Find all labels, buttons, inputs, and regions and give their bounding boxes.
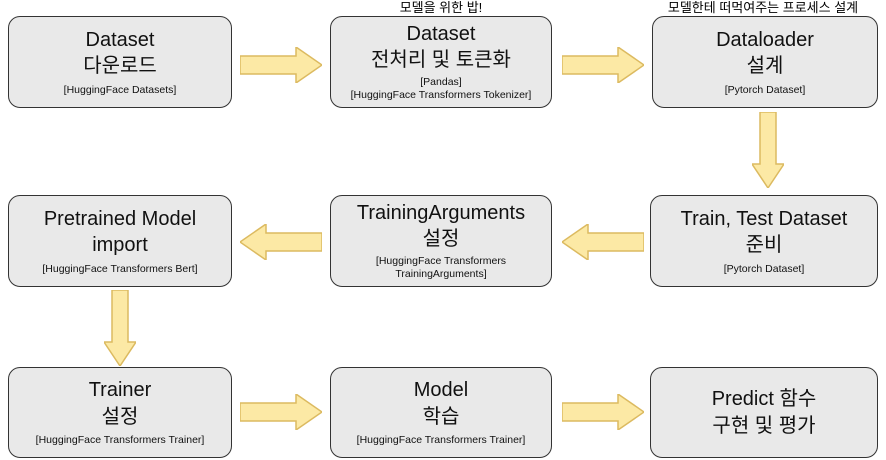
annotation-preprocess-note: 모델을 위한 밥!: [399, 0, 483, 15]
step-title: Trainer 설정: [89, 377, 152, 430]
flow-arrow-trainer-to-model-icon: [240, 394, 322, 430]
step-subtitle-line: [HuggingFace Transformers: [375, 254, 507, 267]
step-title-line: Model: [413, 379, 469, 402]
step-subtitle: [HuggingFace Datasets]: [64, 84, 177, 98]
step-box-train-test-dataset: Train, Test Dataset 준비 [Pytorch Dataset]: [650, 195, 878, 287]
step-title-line: 학습: [422, 405, 460, 428]
flow-arrow-model-to-predict-icon: [562, 394, 644, 430]
step-title: Dataset 전처리 및 토큰화: [371, 21, 511, 74]
step-box-dataset-download: Dataset 다운로드 [HuggingFace Datasets]: [8, 16, 232, 108]
step-subtitle: [HuggingFace Transformers Trainer]: [357, 434, 526, 448]
step-title-line: Trainer: [88, 379, 152, 402]
step-title-line: Dataset: [85, 28, 155, 51]
step-box-predict-function: Predict 함수 구현 및 평가: [650, 367, 878, 458]
step-subtitle-line: [HuggingFace Datasets]: [63, 83, 177, 96]
step-title-line: Train, Test Dataset: [680, 207, 848, 230]
step-box-dataset-preprocess: Dataset 전처리 및 토큰화 [Pandas] [HuggingFace …: [330, 16, 552, 108]
flow-arrow-pretrained-to-trainer-icon: [104, 290, 136, 366]
flow-arrow-dataloader-to-traintest-icon: [752, 112, 784, 188]
step-title-line: 전처리 및 토큰화: [371, 49, 511, 72]
step-title-line: 다운로드: [83, 55, 157, 78]
step-subtitle: [HuggingFace Transformers Bert]: [42, 263, 197, 277]
flow-arrow-preprocess-to-dataloader-icon: [562, 47, 644, 83]
step-box-dataloader-design: Dataloader 설계 [Pytorch Dataset]: [652, 16, 878, 108]
step-subtitle-line: [HuggingFace Transformers Trainer]: [356, 434, 526, 447]
step-subtitle: [HuggingFace Transformers Trainer]: [36, 434, 205, 448]
step-subtitle: [Pytorch Dataset]: [725, 84, 806, 98]
step-subtitle-line: TrainingArguments]: [395, 268, 487, 281]
step-box-pretrained-model-import: Pretrained Model import [HuggingFace Tra…: [8, 195, 232, 287]
step-title: Train, Test Dataset 준비: [681, 206, 848, 259]
step-title-line: Predict 함수: [711, 388, 817, 411]
step-title: TrainingArguments 설정: [357, 200, 525, 253]
step-title-line: 준비: [745, 234, 783, 257]
step-title-line: 설정: [101, 405, 139, 428]
flow-arrow-traintest-to-trainingargs-icon: [562, 224, 644, 260]
step-subtitle: [HuggingFace Transformers TrainingArgume…: [376, 255, 506, 282]
step-title-line: Pretrained Model: [43, 207, 197, 230]
step-subtitle-line: [Pandas]: [420, 75, 462, 88]
step-title-line: 설정: [422, 228, 460, 251]
step-box-model-training: Model 학습 [HuggingFace Transformers Train…: [330, 367, 552, 458]
step-title-line: TrainingArguments: [356, 201, 526, 224]
step-subtitle-line: [Pytorch Dataset]: [724, 83, 806, 96]
step-title: Dataset 다운로드: [83, 27, 157, 80]
step-subtitle-line: [Pytorch Dataset]: [723, 262, 805, 275]
step-title-line: 설계: [746, 55, 784, 78]
step-box-training-arguments: TrainingArguments 설정 [HuggingFace Transf…: [330, 195, 552, 287]
step-title: Pretrained Model import: [44, 206, 196, 259]
step-subtitle-line: [HuggingFace Transformers Bert]: [42, 262, 198, 275]
step-subtitle-line: [HuggingFace Transformers Tokenizer]: [350, 89, 532, 102]
annotation-dataloader-note: 모델한테 떠먹여주는 프로세스 설계: [667, 0, 859, 15]
step-box-trainer-setup: Trainer 설정 [HuggingFace Transformers Tra…: [8, 367, 232, 458]
step-subtitle-line: [HuggingFace Transformers Trainer]: [35, 434, 205, 447]
step-title: Predict 함수 구현 및 평가: [712, 386, 817, 439]
flow-arrow-download-to-preprocess-icon: [240, 47, 322, 83]
step-title: Dataloader 설계: [716, 27, 814, 80]
step-title-line: import: [92, 234, 148, 257]
flow-arrow-trainingargs-to-pretrained-icon: [240, 224, 322, 260]
step-title: Model 학습: [414, 377, 468, 430]
step-title-line: Dataset: [406, 22, 476, 45]
step-title-line: 구현 및 평가: [712, 414, 816, 437]
step-subtitle: [Pandas] [HuggingFace Transformers Token…: [351, 76, 532, 103]
step-subtitle: [Pytorch Dataset]: [724, 263, 805, 277]
step-title-line: Dataloader: [716, 28, 814, 51]
